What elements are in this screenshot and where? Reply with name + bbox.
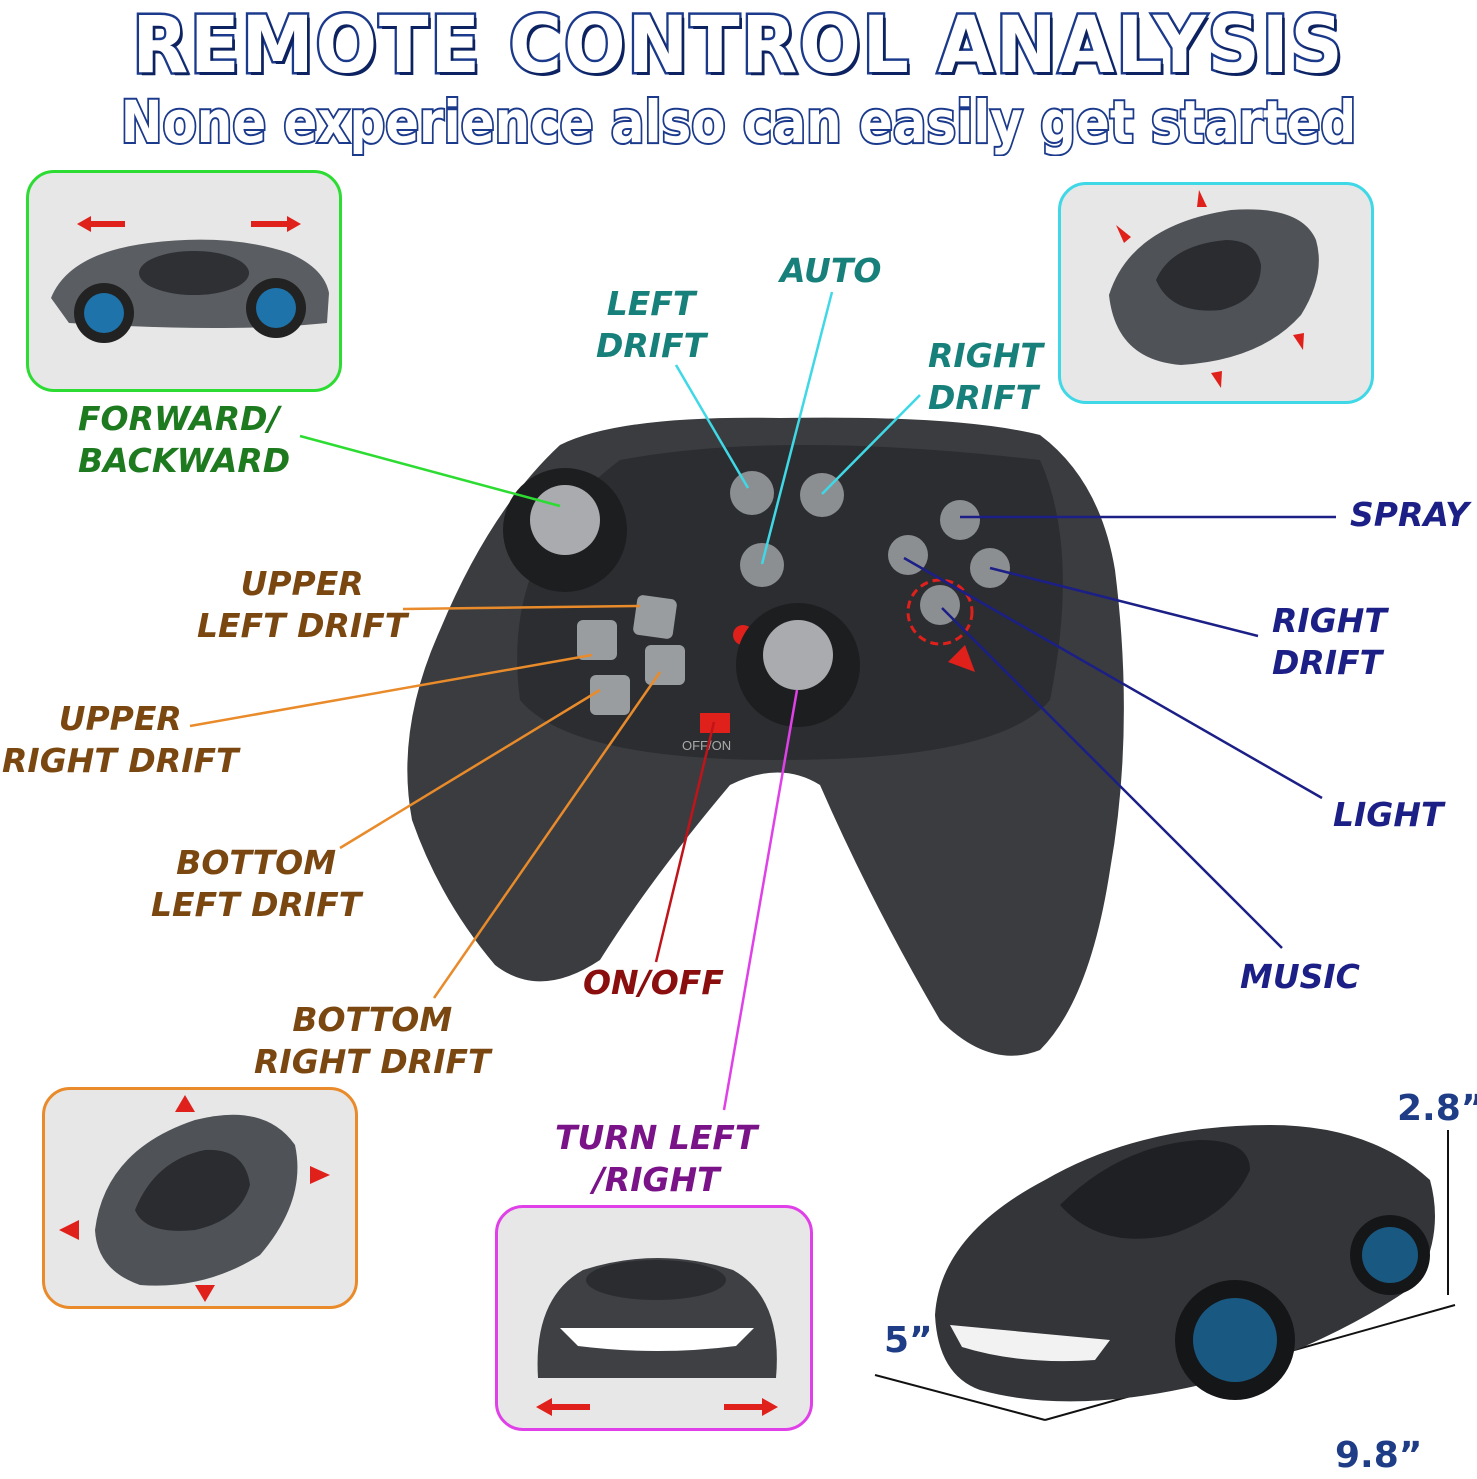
car-side-view-image <box>51 216 329 343</box>
car-top-view-image <box>1109 190 1319 388</box>
page-subtitle: None experience also can easily get star… <box>119 86 1358 158</box>
label-left-drift: LEFT DRIFT <box>596 284 707 365</box>
forward-backward-panel <box>26 170 342 392</box>
car-front-view-image <box>536 1258 778 1416</box>
arrow-right-icon <box>724 1398 778 1416</box>
label-right-drift-top: RIGHT DRIFT <box>928 336 1043 417</box>
car-dimensions-image <box>874 1125 1456 1421</box>
arrow-left-icon <box>77 216 125 232</box>
remote-controller-image <box>407 417 1124 1056</box>
right-drift-panel <box>1058 182 1374 404</box>
label-music: MUSIC <box>1240 957 1360 996</box>
turn-panel <box>495 1205 813 1431</box>
label-right-drift: RIGHT DRIFT <box>1272 601 1387 682</box>
label-turn-left-right: TURN LEFT /RIGHT <box>555 1118 758 1199</box>
dimension-length: 9.8” <box>1335 1435 1423 1476</box>
label-spray: SPRAY <box>1350 495 1470 534</box>
label-forward-backward: FORWARD/ BACKWARD <box>78 399 291 480</box>
label-auto: AUTO <box>780 251 882 290</box>
arrow-right-icon <box>251 216 301 232</box>
label-light: LIGHT <box>1333 795 1444 834</box>
dimension-height: 2.8” <box>1397 1088 1477 1129</box>
page-title: REMOTE CONTROL ANALYSIS <box>130 0 1345 93</box>
dimension-width: 5” <box>884 1320 933 1361</box>
power-switch-label: OFF/ON <box>682 738 732 753</box>
label-upper-left-drift: UPPER LEFT DRIFT <box>197 564 408 645</box>
label-bottom-right-drift: BOTTOM RIGHT DRIFT <box>254 1000 491 1081</box>
label-on-off: ON/OFF <box>583 963 724 1002</box>
bottom-drift-panel <box>42 1087 358 1309</box>
label-bottom-left-drift: BOTTOM LEFT DRIFT <box>151 843 362 924</box>
arrow-left-icon <box>536 1398 590 1416</box>
label-upper-right-drift: UPPER RIGHT DRIFT <box>2 699 239 780</box>
car-angled-view-image <box>59 1095 330 1302</box>
